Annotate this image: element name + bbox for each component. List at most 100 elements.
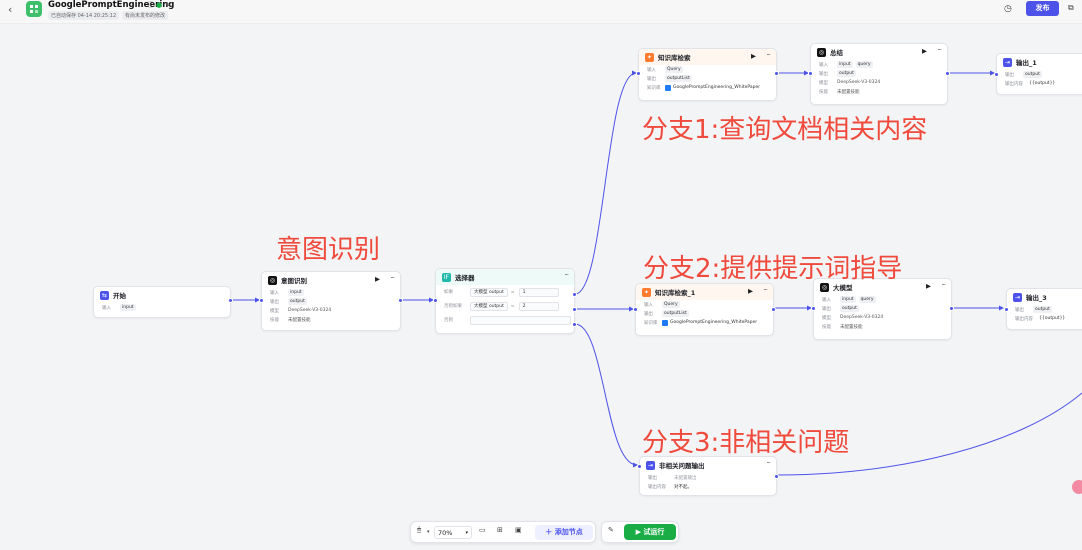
publish-button[interactable]: 发布: [1026, 1, 1059, 16]
more-icon[interactable]: ···: [763, 286, 768, 294]
condition-source: 大模型 output: [470, 301, 508, 311]
more-icon[interactable]: ···: [766, 459, 771, 467]
model-label: 模型: [819, 80, 828, 86]
condition-value[interactable]: 2: [518, 301, 559, 311]
more-icon[interactable]: ···: [941, 281, 946, 289]
node-title: 大模型: [833, 284, 853, 292]
output-port[interactable]: [949, 306, 954, 311]
app-logo-icon: [26, 1, 42, 17]
else-port[interactable]: [572, 322, 577, 327]
else-if-port[interactable]: [572, 307, 577, 312]
output-port[interactable]: [774, 71, 779, 76]
input-port[interactable]: [433, 298, 438, 303]
run-node-icon[interactable]: ▶: [375, 275, 380, 283]
output-port[interactable]: [945, 71, 950, 76]
copy-icon[interactable]: ⧉: [1068, 3, 1074, 12]
input-chip: input: [120, 304, 136, 311]
input-port[interactable]: [994, 72, 999, 77]
floating-assistant-icon[interactable]: [1072, 480, 1082, 494]
comment-icon[interactable]: ▭: [479, 526, 486, 534]
test-run-button[interactable]: ▶ 试运行: [624, 524, 676, 540]
node-title: 意图识别: [281, 277, 307, 285]
run-node-icon[interactable]: ▶: [748, 287, 753, 295]
input-label: 输入: [102, 305, 111, 311]
chevron-down-icon[interactable]: ▾: [427, 529, 430, 535]
condition-value[interactable]: 1: [518, 287, 559, 297]
more-icon[interactable]: ···: [766, 51, 771, 59]
history-icon[interactable]: ◷: [1004, 4, 1012, 14]
if-port[interactable]: [572, 292, 577, 297]
input-port[interactable]: [259, 298, 264, 303]
node-title: 知识库检索: [658, 54, 691, 62]
add-node-button[interactable]: ＋ 添加节点: [535, 525, 593, 540]
more-icon[interactable]: ···: [390, 274, 395, 282]
output-port[interactable]: [774, 474, 779, 479]
pen-icon[interactable]: ✎: [608, 526, 614, 534]
input-chip: input: [840, 296, 856, 303]
input-chip: input: [837, 61, 853, 68]
run-node-icon[interactable]: ▶: [922, 47, 927, 55]
output-label: 输出: [648, 475, 657, 481]
model-label: 模型: [270, 308, 279, 314]
annotation-branch-2: 分支2:提供提示词指导: [643, 254, 903, 284]
more-icon[interactable]: ···: [564, 271, 569, 279]
play-icon: ▶: [635, 528, 644, 536]
kb-icon: [665, 84, 671, 91]
input-chip: Query: [662, 301, 680, 308]
input-chip: query: [858, 296, 876, 303]
output-value: 未配置输出: [674, 475, 697, 481]
output-node-icon: ⇥: [1003, 57, 1012, 67]
node-title: 总结: [830, 49, 843, 57]
canvas-toolbar: 🖱 ▾ 70%▾ ▭ ⊞ ▣ ＋ 添加节点: [410, 521, 596, 543]
run-node-icon[interactable]: ▶: [751, 52, 756, 60]
info-icon[interactable]: ⓘ: [147, 1, 154, 9]
more-icon[interactable]: ···: [937, 46, 942, 54]
input-label: 输入: [644, 302, 653, 308]
else-box: [469, 315, 571, 325]
output-port[interactable]: [398, 298, 403, 303]
input-port[interactable]: [637, 464, 642, 469]
input-port[interactable]: [808, 71, 813, 76]
mouse-mode-icon[interactable]: 🖱: [417, 526, 422, 534]
add-node-label: 添加节点: [554, 528, 583, 536]
autosave-status: 已自动保存 04-14 20:25:12: [48, 11, 120, 20]
output-label: 输出: [1015, 307, 1024, 313]
input-label: 输入: [270, 290, 279, 296]
input-port[interactable]: [636, 71, 641, 76]
input-port[interactable]: [811, 306, 816, 311]
kb-value: GooglePromptEngineering_WhitePaper: [670, 320, 758, 325]
model-value: DeepSeek-V3-0324: [837, 80, 881, 85]
top-bar: ‹ GooglePromptEngineering ⓘ ● ✎ 已自动保存 04…: [0, 0, 1082, 24]
zoom-select[interactable]: 70%▾: [434, 526, 472, 539]
edit-icon[interactable]: ✎: [165, 1, 171, 9]
grid-icon[interactable]: ⊞: [497, 526, 503, 534]
node-selector[interactable]: IF 选择器 ··· 如果 大模型 output = 1 否则如果 大模型 ou…: [433, 268, 577, 334]
input-port[interactable]: [1004, 307, 1009, 312]
annotation-branch-3: 分支3:非相关问题: [642, 428, 850, 458]
source-value: 大模型: [474, 304, 488, 309]
input-chip: query: [855, 61, 873, 68]
content-label: 输出内容: [1005, 81, 1023, 87]
source-value: 大模型: [474, 290, 488, 295]
node-irrelevant-output[interactable]: ⇥ 非相关问题输出 ··· 输出未配置输出 输出内容对不起。: [637, 456, 779, 496]
output-chip: output: [1023, 71, 1042, 78]
chevron-left-icon[interactable]: ‹: [8, 3, 13, 16]
input-port[interactable]: [633, 307, 638, 312]
output-port[interactable]: [771, 307, 776, 312]
output-label: 输出: [819, 71, 828, 77]
skill-label: 技能: [270, 317, 279, 323]
minimap-icon[interactable]: ▣: [515, 526, 522, 534]
output-chip: output: [840, 305, 859, 312]
output-port[interactable]: [228, 298, 233, 303]
run-node-icon[interactable]: ▶: [926, 282, 931, 290]
edge-selector-kb1: [574, 70, 637, 295]
